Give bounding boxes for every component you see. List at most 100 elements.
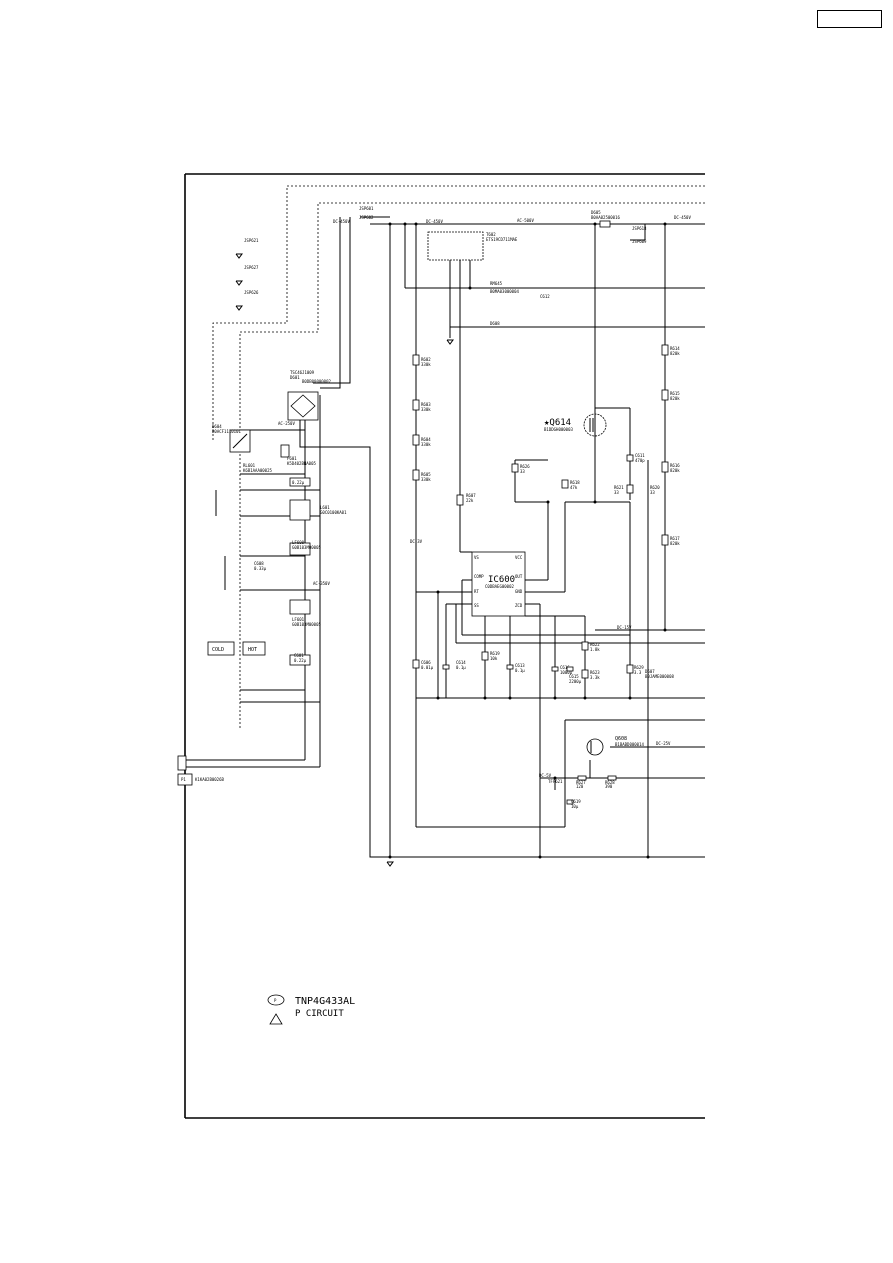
svg-text:B0MA03000004: B0MA03000004 [490, 289, 519, 294]
svg-text:R621: R621 [614, 485, 624, 490]
svg-text:JSP609: JSP609 [632, 239, 647, 244]
svg-text:33: 33 [650, 490, 655, 495]
svg-text:R617: R617 [670, 536, 680, 541]
svg-text:D607: D607 [645, 669, 655, 674]
svg-text:AC-250V: AC-250V [278, 421, 295, 426]
svg-text:120: 120 [576, 784, 584, 789]
svg-text:T602: T602 [486, 232, 496, 237]
svg-text:3.3: 3.3 [634, 670, 642, 675]
svg-text:B0JAME000008: B0JAME000008 [645, 674, 674, 679]
svg-text:R628: R628 [605, 780, 615, 785]
svg-text:RL601: RL601 [243, 463, 256, 468]
svg-text:820k: 820k [670, 541, 680, 546]
svg-text:0.22μ: 0.22μ [294, 658, 307, 663]
svg-text:DC-5V: DC-5V [539, 773, 552, 778]
svg-text:820k: 820k [670, 351, 680, 356]
transformer-t602: T602 ETS19CD711MAE [427, 231, 518, 261]
line-filter-1: 0.22μ L601 G0C0100KA01 LF600 G0B103M0000… [289, 477, 347, 556]
svg-text:R626: R626 [520, 464, 530, 469]
svg-text:TFP621: TFP621 [548, 779, 563, 784]
svg-text:0.1μ: 0.1μ [456, 665, 466, 670]
svg-text:C608: C608 [254, 561, 264, 566]
svg-text:R615: R615 [670, 391, 680, 396]
svg-text:B1DDGH000003: B1DDGH000003 [544, 427, 573, 432]
svg-text:VS: VS [474, 555, 479, 560]
svg-text:JSP626: JSP626 [244, 290, 259, 295]
svg-text:JSP601: JSP601 [359, 206, 374, 211]
svg-text:P CIRCUIT: P CIRCUIT [295, 1009, 344, 1019]
junction-dots [388, 222, 667, 859]
svg-text:R620: R620 [650, 485, 660, 490]
svg-text:D608: D608 [490, 321, 500, 326]
svg-text:3.3k: 3.3k [590, 675, 600, 680]
net-labels: DC-450V DC-450V DC-450V JSP601 JSP602 AC… [244, 206, 691, 784]
svg-text:B0DB00000002: B0DB00000002 [302, 379, 331, 384]
svg-text:330k: 330k [421, 442, 431, 447]
svg-text:G0B103M00005: G0B103M00005 [292, 545, 321, 550]
svg-text:DC-25V: DC-25V [656, 741, 671, 746]
svg-text:C601: C601 [294, 653, 304, 658]
cold-hot-tags: COLD HOT [207, 641, 266, 656]
svg-text:10k: 10k [490, 656, 498, 661]
resistor-string-left: R602 330k R603 330k R604 330k R605 330k [412, 354, 431, 482]
svg-text:F601: F601 [287, 456, 297, 461]
left-input-wires [182, 217, 705, 858]
svg-text:RT: RT [474, 589, 479, 594]
svg-text:AC-350V: AC-350V [313, 581, 330, 586]
page-number-box [817, 10, 882, 28]
svg-text:JSP621: JSP621 [244, 238, 259, 243]
svg-text:ETS19CD711MAE: ETS19CD711MAE [486, 237, 518, 242]
ic-area-wires [416, 407, 705, 857]
svg-text:R605: R605 [421, 472, 431, 477]
svg-text:COMP: COMP [474, 574, 484, 579]
q614-mosfet: ★Q614 B1DDGH000003 [544, 413, 607, 437]
svg-text:P1: P1 [181, 777, 186, 782]
svg-text:IC600: IC600 [488, 575, 515, 585]
svg-text:LF600: LF600 [292, 540, 305, 545]
svg-text:R619: R619 [490, 651, 500, 656]
svg-text:AC-500V: AC-500V [517, 218, 534, 223]
svg-text:JSP627: JSP627 [244, 265, 259, 270]
svg-text:10μ: 10μ [571, 804, 579, 809]
svg-text:Q608: Q608 [615, 736, 627, 742]
svg-text:R614: R614 [670, 346, 680, 351]
svg-text:C615: C615 [569, 674, 579, 679]
svg-text:DC-450V: DC-450V [674, 215, 691, 220]
svg-text:ZCD: ZCD [515, 603, 523, 608]
board-legend: P TNP4G433AL P CIRCUIT [267, 994, 355, 1025]
svg-text:K1KA02B0026B: K1KA02B0026B [195, 777, 224, 782]
relay-rl601: D604 B0ACF1110101 RL601 K6B1AAA00025 [212, 424, 272, 473]
svg-text:820k: 820k [670, 468, 680, 473]
regulator-section-wires [540, 719, 705, 827]
fuse-f601: F601 K5D402BNA005 [280, 444, 316, 466]
svg-text:DC-450V: DC-450V [333, 219, 350, 224]
svg-text:33: 33 [520, 469, 525, 474]
svg-text:0.01μ: 0.01μ [421, 665, 434, 670]
svg-text:L601: L601 [320, 505, 330, 510]
svg-text:R602: R602 [421, 357, 431, 362]
svg-text:★Q614: ★Q614 [544, 418, 571, 428]
svg-text:TSC46J1009: TSC46J1009 [290, 370, 315, 375]
svg-text:B0ACF1110101: B0ACF1110101 [212, 429, 241, 434]
svg-text:330k: 330k [421, 477, 431, 482]
svg-text:SS: SS [474, 603, 479, 608]
svg-text:C606: C606 [421, 660, 431, 665]
svg-text:1000μ: 1000μ [560, 670, 573, 675]
svg-text:G0B103M00005: G0B103M00005 [292, 622, 321, 627]
svg-text:C616: C616 [560, 665, 570, 670]
svg-text:RM645: RM645 [490, 281, 503, 286]
svg-text:DC-450V: DC-450V [426, 219, 443, 224]
svg-text:C611: C611 [635, 453, 645, 458]
svg-text:DC-3V: DC-3V [410, 539, 423, 544]
svg-text:820k: 820k [670, 396, 680, 401]
svg-text:R603: R603 [421, 402, 431, 407]
svg-text:K5D402BNA005: K5D402BNA005 [287, 461, 316, 466]
svg-text:GND: GND [515, 589, 523, 594]
svg-text:G0C0100KA01: G0C0100KA01 [320, 510, 347, 515]
svg-text:JSP602: JSP602 [359, 215, 374, 220]
svg-text:VCC: VCC [515, 555, 523, 560]
svg-text:C619: C619 [571, 799, 581, 804]
svg-text:JSP618: JSP618 [632, 226, 647, 231]
svg-text:33: 33 [614, 490, 619, 495]
svg-text:C614: C614 [456, 660, 466, 665]
